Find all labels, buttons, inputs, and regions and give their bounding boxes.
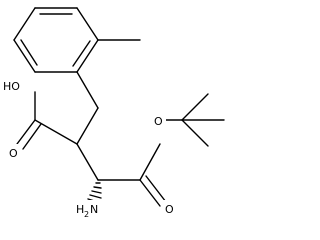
acid-carbonyl-bond-2 <box>22 123 42 150</box>
ring-double-bond-left <box>20 39 38 66</box>
acid-carbonyl-bond-1 <box>16 119 36 145</box>
amine-h-label: H <box>76 203 84 216</box>
hash-2 <box>93 186 102 189</box>
benzene-ring <box>13 7 99 73</box>
acid-carbon-bond <box>34 119 78 145</box>
ring-bond-2 <box>76 7 99 41</box>
hash-4 <box>89 194 102 199</box>
amine-subscript-label: 2 <box>84 210 89 219</box>
ester-carbonyl-bond-2 <box>145 175 167 203</box>
ch2-ch-bond <box>76 107 99 145</box>
ring-double-bond-right <box>72 40 91 67</box>
acid-carbonyl-oxygen-label: O <box>9 147 18 160</box>
ester-carbonyl-oxygen-label: O <box>165 203 174 216</box>
hash-3 <box>91 190 102 194</box>
ester-oxygen-label: O <box>154 115 163 128</box>
ester-carbonyl-bond-1 <box>139 179 161 207</box>
benzyl-bond <box>76 71 99 109</box>
ester-co-bond <box>139 143 161 181</box>
tbutyl-methyl-up <box>181 93 209 121</box>
ring-bond-6 <box>13 7 36 41</box>
tert-butyl-group <box>181 93 225 147</box>
tbutyl-methyl-down <box>181 119 209 147</box>
chemical-structure-diagram: HO O O O H 2 N <box>2 7 225 219</box>
amine-nitrogen-label: N <box>90 203 98 216</box>
ring-bond-5 <box>13 39 36 73</box>
backbone-bond <box>76 143 99 181</box>
hydroxyl-label: HO <box>3 80 20 93</box>
ring-bond-3 <box>76 39 99 73</box>
